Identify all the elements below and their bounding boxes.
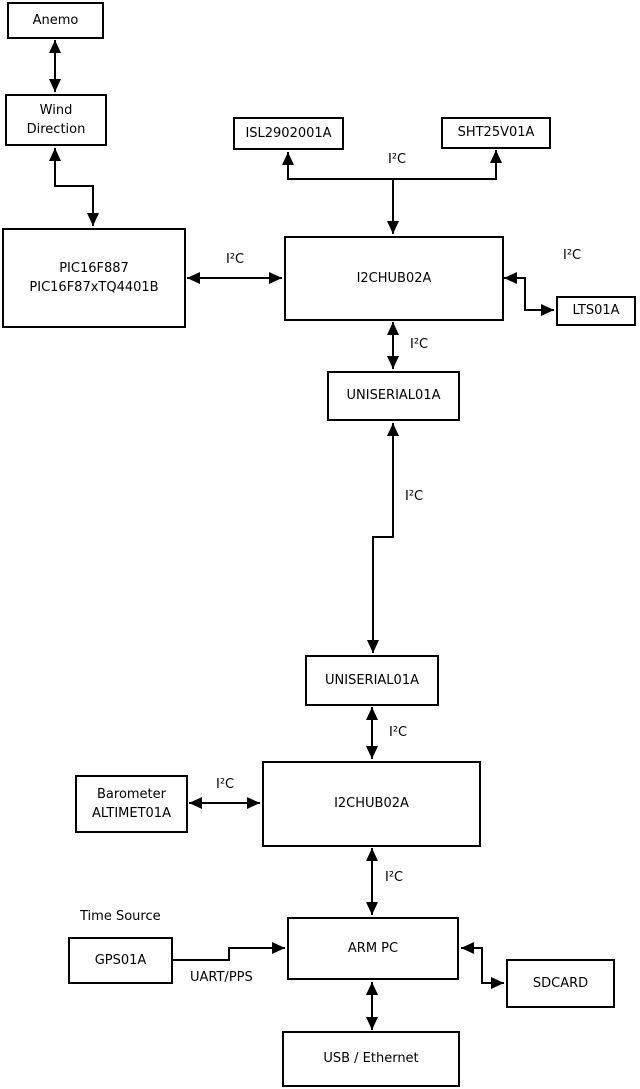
node-i2chub02a-2: I2CHUB02A — [262, 761, 481, 847]
node-lts01a: LTS01A — [556, 296, 636, 326]
connector-uniserial1-uniserial2-i2c — [367, 423, 399, 653]
node-sdcard: SDCARD — [506, 959, 615, 1008]
node-sht25v01a: SHT25V01A — [441, 117, 551, 149]
node-usb-ethernet: USB / Ethernet — [282, 1031, 460, 1087]
connector-armpc-sdcard — [461, 942, 504, 989]
connector-hub1-lts-i2c — [504, 272, 554, 316]
i2c-label-lts: I²C — [563, 248, 582, 263]
connector-winddirection-pic — [49, 148, 99, 226]
time-source-label: Time Source — [80, 909, 161, 924]
i2c-label-hub1-uniserial1: I²C — [410, 337, 429, 352]
uart-pps-label: UART/PPS — [190, 970, 253, 985]
node-pic16f887: PIC16F887 PIC16F87xTQ4401B — [2, 228, 186, 328]
node-isl2902001a: ISL2902001A — [233, 117, 344, 150]
node-arm-pc: ARM PC — [287, 917, 459, 980]
connector-gps-armpc-uart — [172, 942, 285, 961]
i2c-label-hub2-armpc: I²C — [385, 870, 404, 885]
i2c-label-uniserial-link: I²C — [405, 489, 424, 504]
i2c-label-barometer-hub2: I²C — [216, 777, 235, 792]
node-uniserial01a-2: UNISERIAL01A — [305, 655, 439, 706]
node-anemo: Anemo — [7, 2, 104, 39]
node-i2chub02a-1: I2CHUB02A — [284, 236, 504, 321]
node-uniserial01a-1: UNISERIAL01A — [327, 371, 460, 421]
node-wind-direction: Wind Direction — [5, 94, 107, 146]
node-barometer-altimet01a: Barometer ALTIMET01A — [75, 775, 188, 833]
connector-isl-sht-rail — [282, 150, 502, 180]
i2c-label-uniserial2-hub2: I²C — [389, 725, 408, 740]
i2c-label-pic-hub1: I²C — [226, 252, 245, 267]
node-gps01a: GPS01A — [68, 937, 173, 984]
i2c-label-sensors: I²C — [388, 152, 407, 167]
